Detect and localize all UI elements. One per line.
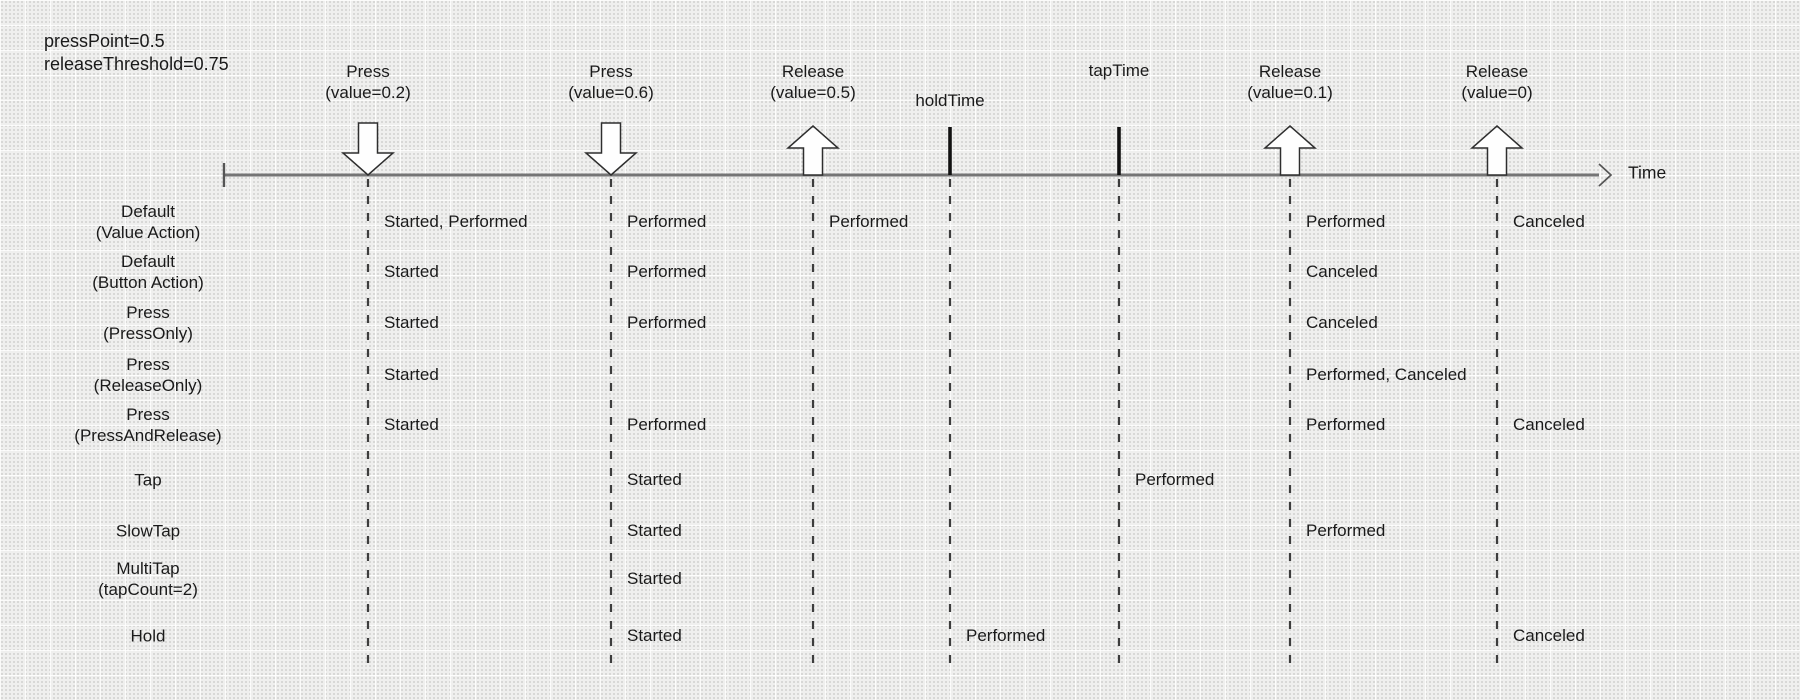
event-label-release-0-1: Release(value=0.1) bbox=[1247, 62, 1333, 102]
release-threshold-value: releaseThreshold=0.75 bbox=[44, 54, 229, 74]
phase-cell: Started bbox=[384, 262, 439, 281]
phase-cell: Performed bbox=[1135, 470, 1215, 489]
row-label-press-3: Press(ReleaseOnly) bbox=[93, 355, 203, 395]
phase-cell: Canceled bbox=[1306, 262, 1378, 281]
phase-cell: Started bbox=[627, 521, 682, 540]
event-markers bbox=[341, 122, 1524, 176]
release-arrow-up-icon bbox=[1263, 125, 1317, 176]
phase-cell: Performed bbox=[829, 212, 909, 231]
row-label-press-4: Press(PressAndRelease) bbox=[74, 405, 222, 445]
phase-cell: Started, Performed bbox=[384, 212, 528, 231]
phase-cell: Started bbox=[384, 415, 439, 434]
event-label-press-0-2: Press(value=0.2) bbox=[325, 62, 411, 102]
parameters-annotation: pressPoint=0.5 releaseThreshold=0.75 bbox=[44, 30, 229, 76]
row-label-press-2: Press(PressOnly) bbox=[103, 303, 193, 343]
phase-cell: Canceled bbox=[1306, 313, 1378, 332]
row-label-default-0: Default(Value Action) bbox=[95, 202, 201, 242]
phase-cell: Started bbox=[627, 626, 682, 645]
row-label-default-1: Default(Button Action) bbox=[92, 252, 204, 292]
time-axis-label: Time bbox=[1628, 162, 1667, 183]
phase-cell: Started bbox=[627, 569, 682, 588]
release-arrow-up-icon bbox=[1470, 125, 1524, 176]
phase-cell: Performed bbox=[627, 262, 707, 281]
phase-cell: Started bbox=[384, 313, 439, 332]
row-label-slowtap-6: SlowTap bbox=[115, 521, 181, 541]
phase-cell: Canceled bbox=[1513, 415, 1585, 434]
row-label-hold-8: Hold bbox=[130, 626, 166, 646]
phase-cell: Canceled bbox=[1513, 212, 1585, 231]
phase-cell: Performed bbox=[1306, 521, 1386, 540]
phase-cell: Performed bbox=[627, 212, 707, 231]
press-arrow-down-icon bbox=[341, 122, 395, 176]
axis-arrowhead-icon bbox=[1598, 163, 1613, 187]
phase-cell: Started bbox=[627, 470, 682, 489]
event-label-press-0-6: Press(value=0.6) bbox=[568, 62, 654, 102]
press-arrow-down-icon bbox=[584, 122, 638, 176]
event-label-release-0: Release(value=0) bbox=[1461, 62, 1533, 102]
phase-cell: Performed bbox=[1306, 415, 1386, 434]
release-arrow-up-icon bbox=[786, 125, 840, 176]
event-label-tap-time: tapTime bbox=[1088, 61, 1150, 80]
phase-cell: Performed, Canceled bbox=[1306, 365, 1467, 384]
phase-cell: Performed bbox=[1306, 212, 1386, 231]
column-dashed-guides bbox=[366, 179, 1499, 663]
row-label-multitap-7: MultiTap(tapCount=2) bbox=[98, 559, 198, 599]
press-point-value: pressPoint=0.5 bbox=[44, 31, 165, 51]
phase-cell: Started bbox=[384, 365, 439, 384]
phase-cell: Canceled bbox=[1513, 626, 1585, 645]
phase-cell: Performed bbox=[966, 626, 1046, 645]
event-label-hold-time: holdTime bbox=[915, 91, 985, 110]
row-label-tap-5: Tap bbox=[134, 470, 162, 490]
phase-cell: Performed bbox=[627, 415, 707, 434]
phase-cell: Performed bbox=[627, 313, 707, 332]
event-label-release-0-5: Release(value=0.5) bbox=[770, 62, 856, 102]
